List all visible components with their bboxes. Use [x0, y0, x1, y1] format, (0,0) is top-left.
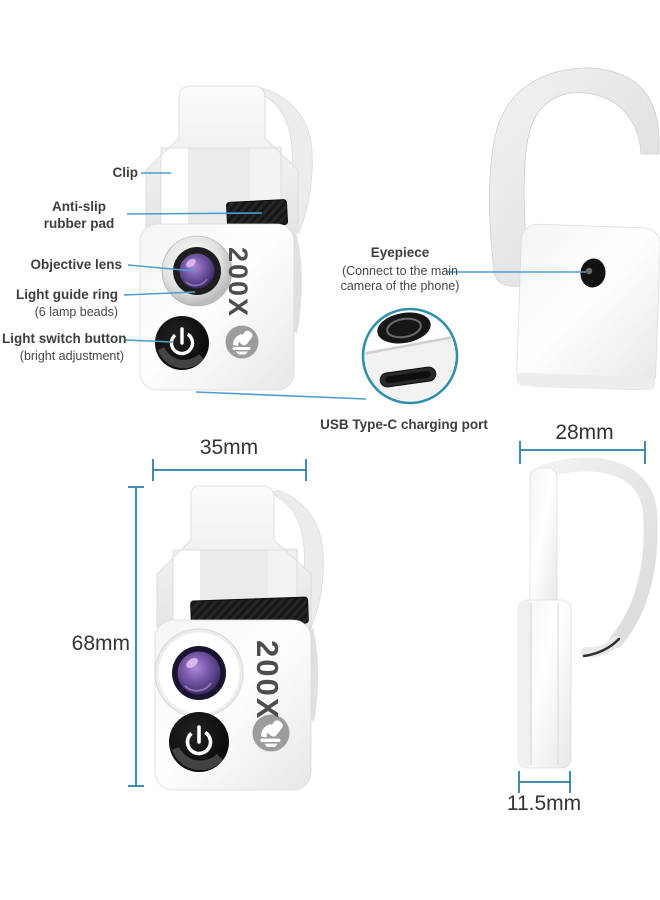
microscope-logo-icon-2	[252, 714, 290, 752]
rubber-pad-leader-line	[126, 212, 263, 215]
light-switch-button-graphic-2	[169, 712, 229, 772]
light-guide-ring-graphic	[154, 628, 244, 718]
device-body-profile-edge	[518, 600, 531, 768]
front-width-dimension-label: 35mm	[199, 436, 259, 459]
objective-lens-graphic	[161, 235, 233, 307]
microscope-logo-icon	[225, 325, 259, 359]
clip-label: Clip	[112, 165, 139, 180]
dim-68mm	[128, 486, 144, 787]
device-body-back	[516, 223, 660, 391]
back-view	[489, 67, 660, 391]
eyepiece-sublabel-line2: camera of the phone)	[340, 279, 460, 293]
usb-port-inset	[195, 307, 459, 405]
power-icon	[169, 327, 195, 356]
usb-leader-line	[195, 391, 367, 400]
power-icon-2	[185, 725, 213, 756]
usb-port-label: USB Type-C charging port	[320, 417, 488, 432]
light-switch-button-sublabel: (bright adjustment)	[19, 349, 124, 363]
front-view-annotated	[139, 85, 313, 391]
front-height-dimension-label: 68mm	[71, 632, 130, 655]
dim-28mm	[519, 441, 646, 464]
light-switch-button-label: Light switch button	[2, 331, 127, 346]
clip-arm-profile	[529, 467, 558, 609]
side-profile-view	[517, 457, 658, 769]
clip-hook-tip	[582, 637, 621, 658]
anti-slip-label-line1: Anti-slip	[52, 199, 106, 214]
device-200x-marking: 200X	[223, 247, 253, 319]
eyepiece-graphic	[580, 258, 606, 288]
dim-35mm	[152, 459, 307, 481]
dim-11-5mm	[518, 771, 571, 793]
side-depth-dimension-label: 11.5mm	[506, 792, 582, 815]
leader-lines	[123, 172, 586, 343]
front-view-dimensioned	[154, 485, 324, 791]
eyepiece-label: Eyepiece	[370, 245, 430, 260]
clip-hook-profile	[538, 457, 658, 648]
light-guide-ring-leader-line	[123, 291, 196, 296]
side-width-dimension-label: 28mm	[555, 421, 614, 444]
device-200x-marking-2: 200X	[250, 640, 285, 721]
light-guide-ring-label: Light guide ring	[16, 287, 118, 302]
eyepiece-sublabel-line1: (Connect to the main	[341, 264, 459, 278]
dimension-lines	[128, 441, 646, 793]
objective-lens-leader-line	[127, 264, 195, 272]
usb-type-c-port-graphic	[379, 366, 437, 388]
light-switch-button-graphic	[155, 316, 209, 370]
anti-slip-label-line2: rubber pad	[43, 216, 115, 231]
light-guide-ring-sublabel: (6 lamp beads)	[34, 305, 118, 319]
objective-lens-label: Objective lens	[30, 257, 122, 272]
light-switch-leader-line	[125, 339, 174, 343]
